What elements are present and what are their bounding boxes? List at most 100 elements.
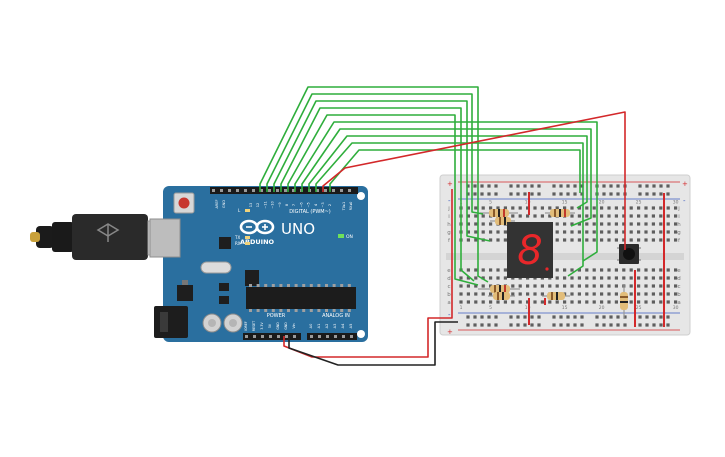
breadboard-hole[interactable]	[666, 284, 670, 288]
breadboard-hole[interactable]	[659, 268, 663, 272]
rail-hole[interactable]	[638, 192, 642, 196]
breadboard-hole[interactable]	[577, 300, 581, 304]
rail-hole[interactable]	[659, 315, 663, 319]
header-pin[interactable]	[252, 189, 255, 192]
rail-hole[interactable]	[487, 184, 491, 188]
breadboard-hole[interactable]	[592, 214, 596, 218]
breadboard-hole[interactable]	[629, 222, 633, 226]
breadboard-hole[interactable]	[614, 292, 618, 296]
breadboard-hole[interactable]	[540, 300, 544, 304]
breadboard-hole[interactable]	[600, 268, 604, 272]
header-pin[interactable]	[334, 335, 337, 338]
rail-hole[interactable]	[530, 192, 534, 196]
rail-hole[interactable]	[602, 315, 606, 319]
rail-hole[interactable]	[580, 315, 584, 319]
header-pin[interactable]	[276, 189, 279, 192]
breadboard-hole[interactable]	[600, 300, 604, 304]
breadboard-hole[interactable]	[503, 238, 507, 242]
breadboard-hole[interactable]	[570, 206, 574, 210]
header-pin[interactable]	[285, 335, 288, 338]
rail-hole[interactable]	[580, 323, 584, 327]
breadboard-hole[interactable]	[511, 214, 515, 218]
rail-hole[interactable]	[616, 192, 620, 196]
header-pin[interactable]	[284, 189, 287, 192]
rail-hole[interactable]	[509, 323, 513, 327]
wire-green-signal[interactable]	[301, 128, 592, 227]
resistor-top-right[interactable]	[545, 209, 575, 217]
breadboard-hole[interactable]	[607, 276, 611, 280]
rail-hole[interactable]	[494, 192, 498, 196]
breadboard-hole[interactable]	[651, 292, 655, 296]
header-pin[interactable]	[268, 189, 271, 192]
rail-hole[interactable]	[494, 315, 498, 319]
breadboard-hole[interactable]	[474, 230, 478, 234]
breadboard-hole[interactable]	[577, 214, 581, 218]
rail-hole[interactable]	[645, 184, 649, 188]
rail-hole[interactable]	[480, 315, 484, 319]
header-pin[interactable]	[342, 335, 345, 338]
rail-hole[interactable]	[523, 323, 527, 327]
rail-hole[interactable]	[552, 323, 556, 327]
header-pin[interactable]	[332, 189, 335, 192]
breadboard-hole[interactable]	[555, 238, 559, 242]
breadboard-hole[interactable]	[674, 300, 678, 304]
breadboard-hole[interactable]	[600, 238, 604, 242]
breadboard-hole[interactable]	[622, 214, 626, 218]
breadboard-hole[interactable]	[622, 206, 626, 210]
breadboard-hole[interactable]	[563, 238, 567, 242]
breadboard-hole[interactable]	[555, 222, 559, 226]
breadboard-hole[interactable]	[518, 284, 522, 288]
breadboard-hole[interactable]	[614, 284, 618, 288]
rail-hole[interactable]	[573, 184, 577, 188]
breadboard-hole[interactable]	[570, 230, 574, 234]
breadboard-hole[interactable]	[637, 276, 641, 280]
rail-hole[interactable]	[659, 184, 663, 188]
rail-hole[interactable]	[552, 315, 556, 319]
breadboard-hole[interactable]	[511, 206, 515, 210]
breadboard-hole[interactable]	[496, 268, 500, 272]
header-pin[interactable]	[326, 335, 329, 338]
rail-hole[interactable]	[559, 192, 563, 196]
breadboard-hole[interactable]	[674, 222, 678, 226]
breadboard-hole[interactable]	[496, 300, 500, 304]
breadboard-hole[interactable]	[459, 300, 463, 304]
breadboard-hole[interactable]	[600, 230, 604, 234]
breadboard-hole[interactable]	[607, 206, 611, 210]
breadboard-hole[interactable]	[644, 276, 648, 280]
breadboard-hole[interactable]	[570, 284, 574, 288]
breadboard-hole[interactable]	[466, 300, 470, 304]
breadboard-hole[interactable]	[540, 292, 544, 296]
breadboard-hole[interactable]	[651, 230, 655, 234]
breadboard-hole[interactable]	[629, 276, 633, 280]
breadboard-hole[interactable]	[474, 276, 478, 280]
breadboard-hole[interactable]	[614, 238, 618, 242]
rail-hole[interactable]	[523, 315, 527, 319]
rail-hole[interactable]	[466, 323, 470, 327]
rail-hole[interactable]	[552, 192, 556, 196]
breadboard-hole[interactable]	[563, 284, 567, 288]
breadboard-hole[interactable]	[644, 238, 648, 242]
rail-hole[interactable]	[623, 315, 627, 319]
breadboard-hole[interactable]	[533, 292, 537, 296]
breadboard-hole[interactable]	[481, 284, 485, 288]
breadboard-hole[interactable]	[651, 268, 655, 272]
breadboard-hole[interactable]	[659, 222, 663, 226]
breadboard-hole[interactable]	[585, 214, 589, 218]
breadboard-hole[interactable]	[607, 230, 611, 234]
breadboard-hole[interactable]	[526, 300, 530, 304]
breadboard-hole[interactable]	[570, 214, 574, 218]
breadboard-hole[interactable]	[585, 268, 589, 272]
header-pin[interactable]	[277, 335, 280, 338]
breadboard-hole[interactable]	[637, 214, 641, 218]
breadboard-hole[interactable]	[592, 276, 596, 280]
breadboard-hole[interactable]	[466, 230, 470, 234]
breadboard-hole[interactable]	[629, 300, 633, 304]
breadboard-hole[interactable]	[637, 284, 641, 288]
header-pin[interactable]	[350, 335, 353, 338]
breadboard-hole[interactable]	[644, 268, 648, 272]
breadboard-hole[interactable]	[466, 238, 470, 242]
breadboard-hole[interactable]	[607, 222, 611, 226]
breadboard-hole[interactable]	[555, 300, 559, 304]
breadboard-hole[interactable]	[511, 292, 515, 296]
header-pin[interactable]	[253, 335, 256, 338]
